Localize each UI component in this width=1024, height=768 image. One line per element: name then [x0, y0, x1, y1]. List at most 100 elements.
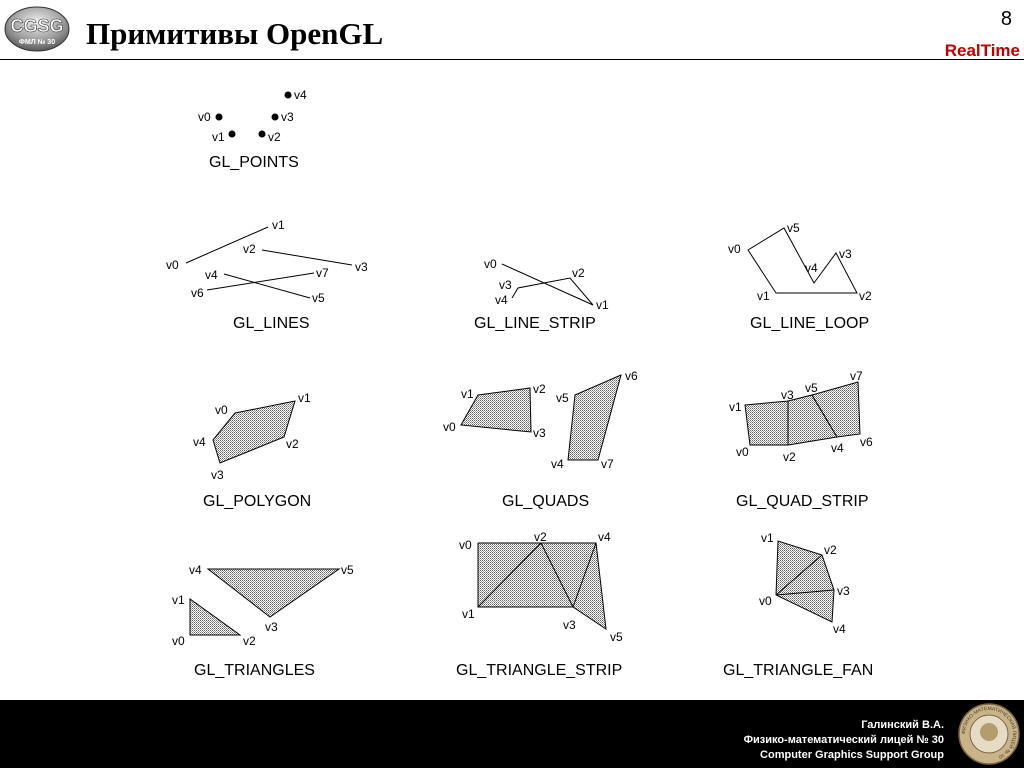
primitive-face — [775, 540, 835, 623]
vertex-label: v4 — [805, 261, 818, 275]
vertex-label: v1 — [729, 400, 742, 414]
vertex-label: v3 — [781, 388, 794, 402]
primitive-caption: GL_LINE_STRIP — [474, 315, 596, 332]
primitive-edge — [747, 227, 858, 294]
primitives-diagram: v4 v0 v3 v1 v2 GL_POINTS v1 v2 v0 v3 v4 … — [166, 88, 873, 679]
vertex-label: v1 — [462, 607, 475, 621]
vertex-label: v1 — [461, 387, 474, 401]
vertex-label: v2 — [824, 543, 837, 557]
vertex-label: v0 — [172, 634, 185, 648]
vertex-label: v2 — [286, 437, 299, 451]
vertex-label: v3 — [265, 620, 278, 634]
primitive-edge — [501, 263, 594, 306]
header-divider — [0, 59, 1024, 60]
vertex-label: v3 — [563, 618, 576, 632]
vertex-label: v6 — [191, 286, 204, 300]
vertex-label: v0 — [728, 242, 741, 256]
vertex-label: v3 — [281, 110, 294, 124]
vertex-label: v3 — [355, 260, 368, 274]
primitive-edge — [775, 589, 835, 596]
logo-text: CGSG — [10, 16, 63, 36]
logo-subtext: ФМЛ № 30 — [19, 38, 55, 46]
primitive-face — [567, 374, 622, 461]
vertex-label: v5 — [312, 291, 325, 305]
vertex-label: v7 — [601, 457, 614, 471]
gl-quads-diagram: v1 v2 v0 v3 v6 v5 v4 v7 GL_QUADS — [443, 369, 638, 510]
vertex-label: v0 — [198, 110, 211, 124]
vertex-label: v0 — [484, 257, 497, 271]
primitive-edge — [206, 272, 315, 291]
vertex-label: v2 — [859, 289, 872, 303]
vertex-label: v5 — [610, 630, 623, 644]
primitive-edge — [185, 226, 269, 264]
vertex-label: v1 — [272, 218, 285, 232]
gl-triangles-diagram: v4 v5 v1 v0 v2 v3 GL_TRIANGLES — [172, 563, 354, 679]
gl-points-diagram: v4 v0 v3 v1 v2 GL_POINTS — [198, 88, 307, 171]
vertex-label: v0 — [459, 538, 472, 552]
page-number: 8 — [1000, 8, 1012, 30]
vertex-label: v6 — [625, 369, 638, 383]
primitive-caption: GL_QUAD_STRIP — [736, 493, 868, 510]
vertex-label: v3 — [211, 468, 224, 482]
footer-bar — [0, 700, 1024, 768]
vertex-label: v5 — [805, 381, 818, 395]
vertex-label: v3 — [499, 278, 512, 292]
gl-triangle-fan-diagram: v1 v2 v3 v0 v4 GL_TRIANGLE_FAN — [723, 531, 873, 679]
footer-credits: Галинский В.А. Физико-математический лиц… — [744, 718, 944, 763]
footer-author: Галинский В.А. — [861, 719, 944, 731]
vertex-label: v1 — [596, 298, 609, 312]
primitive-caption: GL_TRIANGLE_FAN — [723, 662, 873, 679]
primitive-edge — [477, 542, 542, 608]
primitive-edge — [540, 542, 574, 608]
primitive-caption: GL_TRIANGLE_STRIP — [456, 662, 622, 679]
vertex-label: v5 — [787, 221, 800, 235]
vertex-label: v4 — [495, 293, 508, 307]
footer-school: Физико-математический лицей № 30 — [743, 734, 944, 746]
primitive-caption: GL_POLYGON — [203, 493, 311, 510]
gl-triangle-strip-diagram: v0 v2 v4 v1 v3 v5 GL_TRIANGLE_STRIP — [456, 530, 623, 679]
vertex-label: v0 — [215, 403, 228, 417]
vertex-label: v1 — [298, 391, 311, 405]
vertex-label: v1 — [757, 289, 770, 303]
vertex-label: v2 — [533, 382, 546, 396]
gl-quad-strip-diagram: v7 v3 v5 v1 v0 v2 v4 v6 GL_QUAD_STRIP — [729, 369, 873, 510]
vertex-label: v6 — [860, 435, 873, 449]
vertex-label: v3 — [839, 247, 852, 261]
primitive-edge — [261, 249, 353, 266]
vertex-label: v3 — [837, 584, 850, 598]
primitive-caption: GL_TRIANGLES — [194, 662, 315, 679]
vertex-label: v4 — [193, 435, 206, 449]
vertex-label: v5 — [341, 563, 354, 577]
primitive-caption: GL_LINE_LOOP — [750, 315, 869, 332]
gl-line-loop-diagram: v5 v0 v3 v4 v1 v2 GL_LINE_LOOP — [728, 221, 872, 332]
vertex-label: v3 — [533, 426, 546, 440]
vertex-point — [258, 130, 266, 138]
vertex-label: v2 — [268, 130, 281, 144]
page-title: Примитивы OpenGL — [86, 16, 384, 51]
vertex-label: v5 — [556, 391, 569, 405]
vertex-label: v2 — [534, 530, 547, 544]
gl-lines-diagram: v1 v2 v0 v3 v4 v7 v6 v5 GL_LINES — [166, 218, 368, 332]
vertex-label: v4 — [294, 88, 307, 102]
vertex-label: v7 — [316, 266, 329, 280]
vertex-label: v2 — [243, 242, 256, 256]
vertex-point — [284, 91, 292, 99]
footer-group: Computer Graphics Support Group — [760, 749, 944, 761]
vertex-label: v4 — [833, 622, 846, 636]
vertex-label: v0 — [736, 445, 749, 459]
primitive-edge — [223, 273, 311, 299]
vertex-label: v4 — [831, 441, 844, 455]
primitive-face — [811, 381, 861, 438]
vertex-label: v4 — [598, 530, 611, 544]
vertex-label: v0 — [759, 594, 772, 608]
vertex-label: v2 — [243, 634, 256, 648]
vertex-label: v7 — [850, 369, 863, 383]
vertex-label: v1 — [212, 130, 225, 144]
primitive-face — [744, 400, 789, 446]
school-seal: ФИЗИКО-МАТЕМАТИЧЕСКИЙ ЛИЦЕЙ № 30 — [958, 703, 1020, 765]
vertex-label: v4 — [205, 268, 218, 282]
vertex-label: v0 — [443, 420, 456, 434]
vertex-label: v2 — [572, 266, 585, 280]
primitive-face — [460, 387, 532, 433]
primitive-caption: GL_LINES — [233, 315, 309, 332]
